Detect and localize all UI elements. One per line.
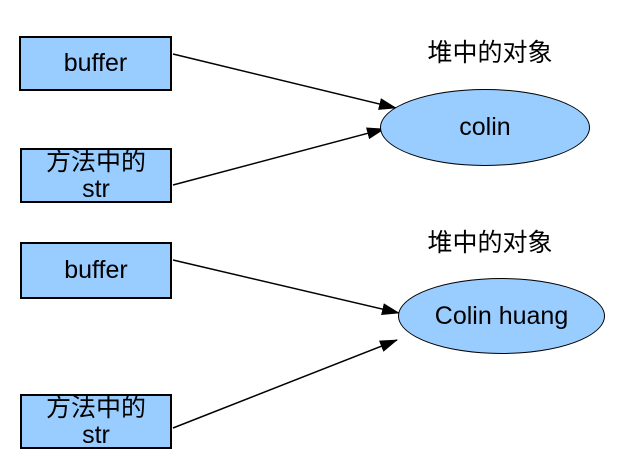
arrow-buffer1-to-colin <box>172 53 397 110</box>
node-colin-huang: Colin huang <box>398 278 605 354</box>
arrow-str2-to-colin-huang <box>172 339 398 429</box>
node-str-2: 方法中的 str <box>20 394 172 449</box>
node-colin-label: colin <box>459 113 511 141</box>
arrow-buffer2-to-colin-huang <box>172 259 400 315</box>
arrow-str1-to-colin <box>172 127 385 186</box>
node-colin-huang-label: Colin huang <box>434 301 569 330</box>
node-str-1: 方法中的 str <box>20 148 172 203</box>
node-buffer-1: buffer <box>19 36 172 91</box>
heap-object-heading-1: 堆中的对象 <box>427 39 553 67</box>
node-buffer-2: buffer <box>20 242 172 299</box>
node-colin: colin <box>380 89 590 166</box>
heap-object-heading-2: 堆中的对象 <box>427 229 553 257</box>
node-str-1-label: 方法中的 str <box>45 147 146 203</box>
node-buffer-2-label: buffer <box>64 256 128 284</box>
node-str-2-label: 方法中的 str <box>45 393 146 449</box>
node-buffer-1-label: buffer <box>63 49 128 77</box>
